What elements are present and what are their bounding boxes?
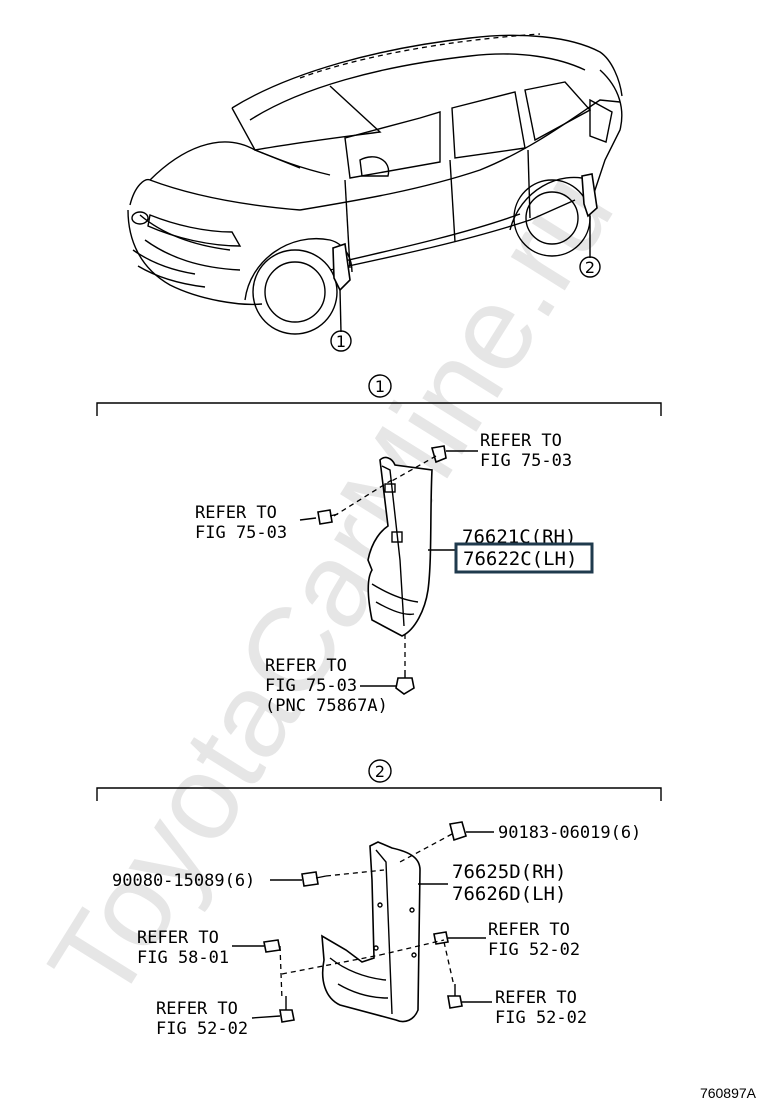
section-1-bracket: [96, 402, 662, 416]
screw-90080-icon: [301, 871, 327, 887]
part-number-76622c: 76622C(LH): [463, 548, 577, 570]
svg-text:REFER TO: REFER TO: [195, 503, 277, 523]
part-highlight-box: [454, 542, 594, 574]
svg-text:FIG 52-02: FIG 52-02: [488, 940, 580, 960]
svg-text:REFER TO: REFER TO: [137, 928, 219, 948]
section-1: 1: [96, 374, 662, 716]
bolt-bottom-icon: [395, 670, 415, 695]
section-1-marker: 1: [368, 374, 392, 398]
part-number-76625d: 76625D(RH): [452, 861, 566, 883]
clip-right-icon: [433, 931, 449, 945]
part-number-76626d: 76626D(LH): [452, 883, 566, 905]
svg-text:FIG 52-02: FIG 52-02: [156, 1019, 248, 1039]
svg-text:(PNC 75867A): (PNC 75867A): [265, 696, 388, 716]
svg-text:FIG 58-01: FIG 58-01: [137, 948, 229, 968]
svg-text:1: 1: [336, 332, 346, 351]
svg-text:FIG 75-03: FIG 75-03: [480, 451, 572, 471]
svg-text:REFER TO: REFER TO: [480, 431, 562, 451]
svg-text:REFER TO: REFER TO: [488, 920, 570, 940]
clip-90183-icon: [449, 821, 467, 842]
callout-s1-left: REFER TO FIG 75-03: [195, 503, 287, 543]
front-mudguard-drawing: [367, 456, 433, 637]
callout-s2-left-mid: REFER TO FIG 58-01: [137, 928, 229, 968]
svg-text:2: 2: [375, 762, 385, 781]
bolt-right-bottom-icon: [447, 984, 463, 1009]
callout-s1-top-right: REFER TO FIG 75-03: [480, 431, 572, 471]
part-number-90183: 90183-06019(6): [498, 823, 641, 843]
part-number-rear: 76625D(RH) 76626D(LH): [452, 861, 566, 905]
section-2-marker: 2: [368, 759, 392, 783]
svg-text:1: 1: [375, 377, 385, 396]
svg-text:FIG 75-03: FIG 75-03: [195, 523, 287, 543]
svg-text:REFER TO: REFER TO: [156, 999, 238, 1019]
index-marker-1: 1: [330, 330, 352, 352]
index-marker-2: 2: [579, 256, 601, 278]
clip-fig58-icon: [263, 939, 281, 953]
svg-text:2: 2: [585, 258, 595, 277]
part-number-90080: 90080-15089(6): [112, 871, 255, 891]
bolt-left-bottom-icon: [279, 996, 295, 1023]
section-2-bracket: [96, 787, 662, 801]
callout-s2-right-mid: REFER TO FIG 52-02: [488, 920, 580, 960]
callout-s2-right-bottom: REFER TO FIG 52-02: [495, 988, 587, 1028]
part-number-front: 76621C(RH) 76622C(LH): [454, 526, 594, 574]
figure-id: 760897A: [700, 1085, 757, 1101]
section-2: 2: [96, 759, 662, 1039]
svg-text:REFER TO: REFER TO: [265, 656, 347, 676]
callout-s2-left-bottom: REFER TO FIG 52-02: [156, 999, 248, 1039]
svg-text:FIG 52-02: FIG 52-02: [495, 1008, 587, 1028]
screw-left-icon: [317, 509, 339, 525]
rear-mudflap-drawing: [321, 841, 421, 1023]
vehicle-illustration: [127, 33, 623, 335]
svg-text:FIG 75-03: FIG 75-03: [265, 676, 357, 696]
callout-s1-bottom: REFER TO FIG 75-03 (PNC 75867A): [265, 656, 388, 716]
svg-text:REFER TO: REFER TO: [495, 988, 577, 1008]
